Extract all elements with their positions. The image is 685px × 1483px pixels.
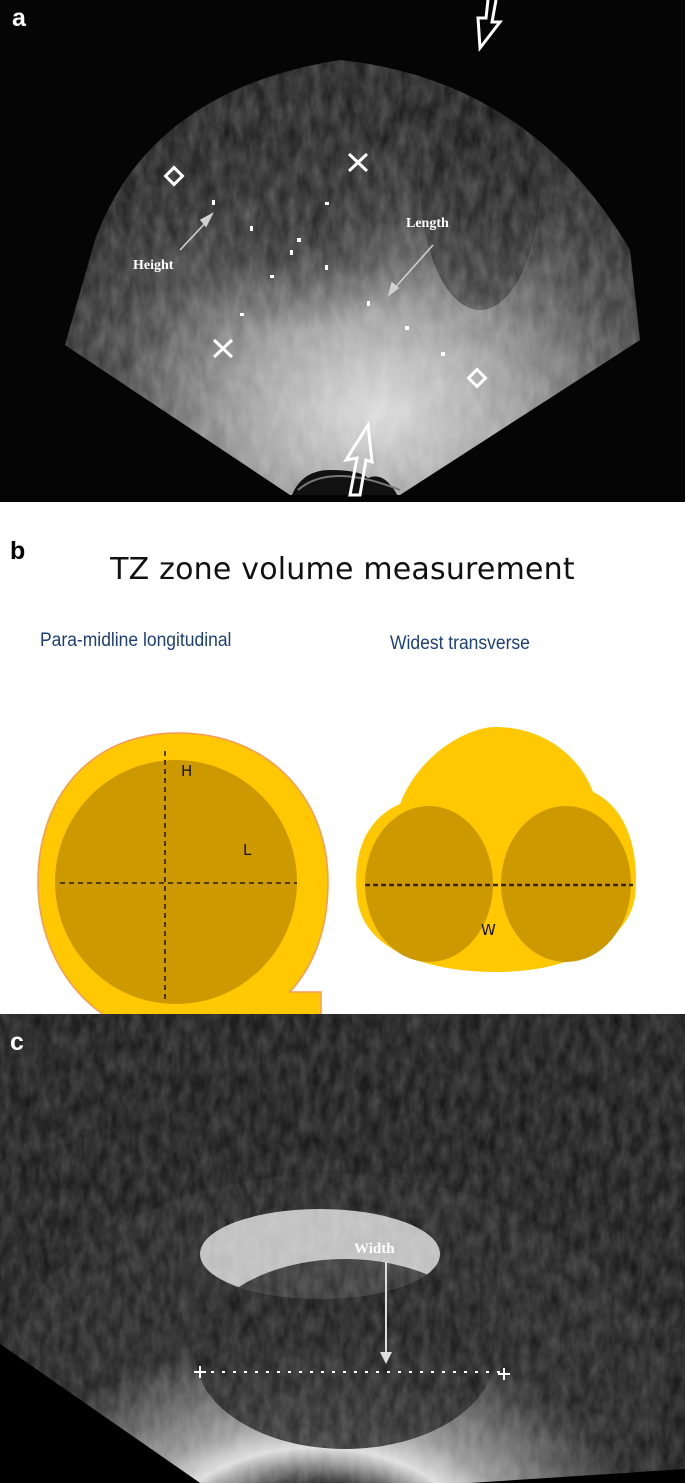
arrow-up-icon (342, 420, 374, 497)
panel-letter-c: c (10, 1028, 24, 1056)
transverse-view: W (356, 727, 636, 972)
label-h: H (181, 762, 192, 780)
panel-letter-b: b (10, 537, 26, 565)
fan-edge-right (470, 1469, 685, 1483)
longitudinal-view: H L (37, 732, 329, 1014)
caliper-end-icon (498, 1368, 510, 1380)
label-arrows (179, 212, 434, 298)
panel-letter-a: a (12, 4, 26, 32)
diagram-title: TZ zone volume measurement (110, 552, 575, 587)
ultrasound-image-c: Width (0, 1014, 685, 1483)
caption-transverse: Widest transverse (390, 633, 530, 654)
diamond-marker-top-left (163, 165, 185, 187)
diamond-marker-bottom-right (466, 367, 488, 389)
measurement-markers (163, 152, 488, 389)
caption-longitudinal: Para-midline longitudinal (40, 630, 232, 651)
panel-c-ultrasound: Width c (0, 1014, 685, 1483)
height-label: Height (133, 258, 174, 273)
length-label: Length (406, 216, 449, 231)
x-marker-bottom (212, 338, 234, 359)
tz-schematic: H L W (37, 727, 636, 1014)
x-marker-top (347, 152, 369, 173)
caliper-start-icon (194, 1366, 206, 1378)
panel-a-ultrasound: Height Length a (0, 0, 685, 502)
width-label: Width (354, 1241, 395, 1257)
fan-edge-left (0, 1344, 200, 1483)
width-caliper (194, 1262, 510, 1380)
panel-b-diagram: b TZ zone volume measurement Para-midlin… (0, 502, 685, 1014)
caliper-dots (212, 200, 445, 356)
arrow-down-icon (380, 1352, 392, 1364)
label-l: L (243, 841, 252, 859)
ultrasound-image-a: Height Length (65, 0, 640, 497)
transition-zone-longitudinal (55, 760, 297, 1004)
label-w: W (481, 921, 496, 939)
arrow-down-icon (476, 0, 504, 53)
